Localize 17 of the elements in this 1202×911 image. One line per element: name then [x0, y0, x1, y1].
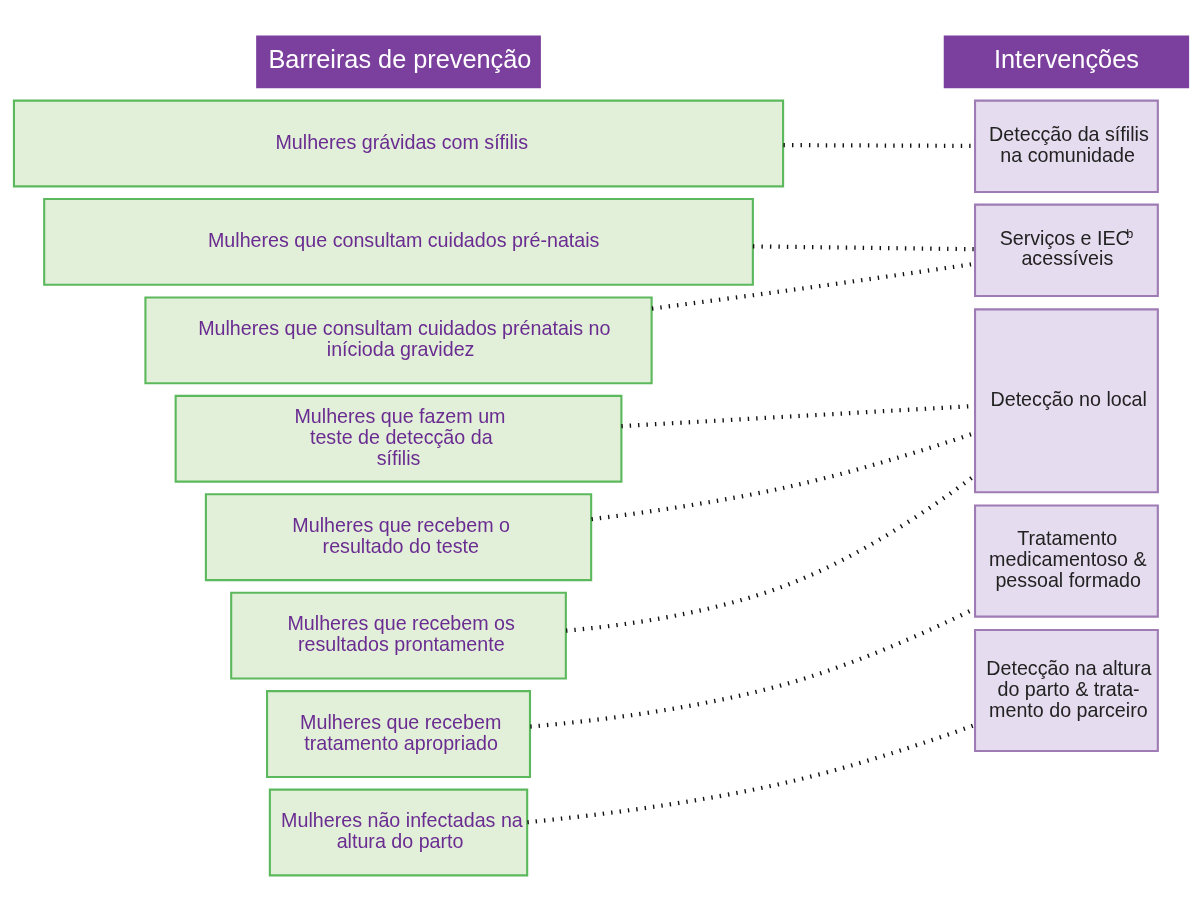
- node-box: Intervenções: [943, 35, 1190, 88]
- node-box: Detecção na altura do parto & trata- mento do parceiro: [973, 628, 1159, 752]
- node-box: Mulheres que recebem tratamento apropriado: [266, 689, 532, 778]
- node-box: Tratamento medicamentoso & pessoal formado: [973, 504, 1159, 618]
- node-box: Mulheres que fazem um teste de detecção da sífilis: [174, 394, 623, 483]
- connector: [527, 722, 976, 824]
- node-box: Mulheres não infectadas na altura do parto: [268, 788, 529, 876]
- node-box: Mulheres que consultam cuidados pré-natais: [43, 197, 754, 286]
- node-box: Barreiras de prevenção: [256, 35, 541, 88]
- node-box: Detecção no local: [973, 307, 1159, 493]
- node-box: Detecção da sífilis na comunidade: [973, 99, 1159, 193]
- node-box: Mulheres que consultam cuidados prénatais no inícioda gravidez: [144, 295, 653, 384]
- node-box: Mulheres que recebem os resultados prontamente: [230, 591, 567, 680]
- connector: [752, 243, 975, 251]
- node-box: Mulheres que recebem o resultado do teste: [204, 492, 593, 581]
- node-box: Serviços e IEC$^{b}$ acessíveis: [973, 203, 1159, 297]
- node-box: Mulheres grávidas com sífilis: [12, 99, 785, 187]
